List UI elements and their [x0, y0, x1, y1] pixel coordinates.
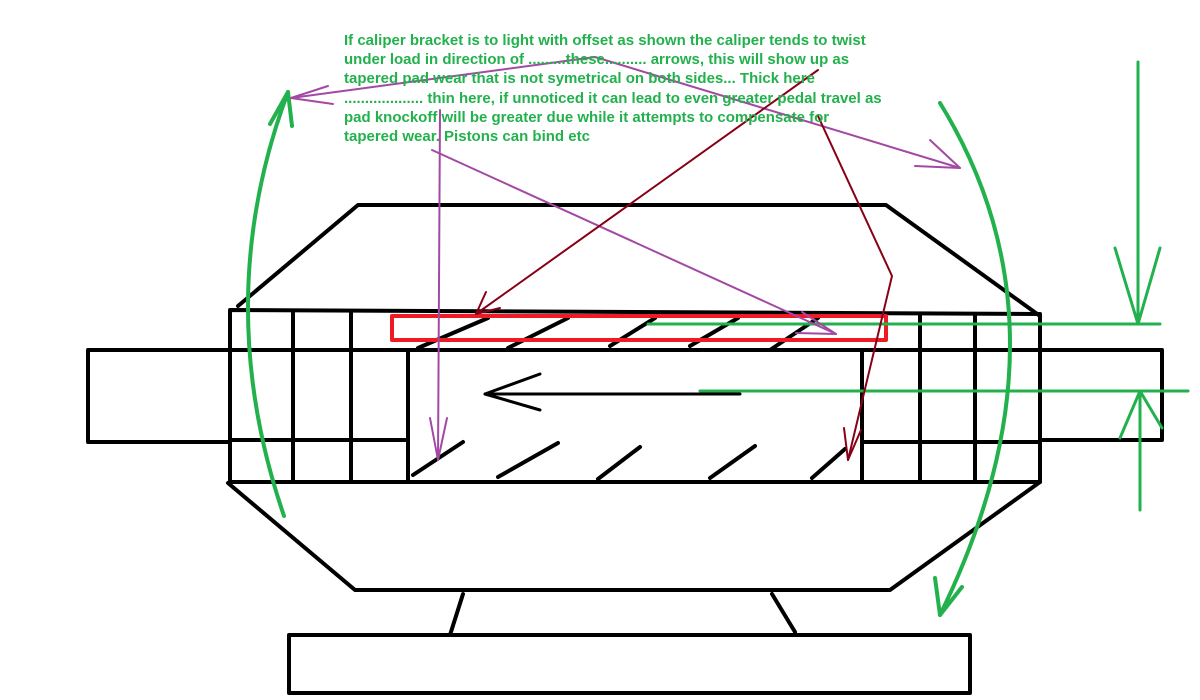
caliper-body: [228, 308, 1042, 484]
twist-arrow-left: [246, 90, 290, 518]
caliper-outline: [86, 203, 1164, 695]
maroon-pointer-lower: [817, 115, 893, 461]
annotation-line: under load in direction of .........thes…: [344, 51, 850, 69]
pointer-to-left-arrow: [290, 56, 596, 99]
direction-arrow: [483, 372, 542, 412]
maroon-pointers: [475, 69, 893, 461]
maroon-pointer-lower-head: [843, 427, 862, 461]
dimension-arrowhead-lower: [1118, 389, 1164, 440]
right-shaft: [1038, 348, 1164, 442]
pad-highlight-box: [390, 314, 888, 342]
twist-arrow-left-head: [268, 90, 294, 128]
mount-base: [287, 633, 972, 695]
caliper-bottom-housing: [226, 480, 1042, 592]
pointer-thin-here: [437, 109, 441, 461]
maroon-pointer-upper-head: [475, 291, 501, 315]
annotation-line: pad knockoff will be greater due while i…: [344, 108, 830, 126]
annotation-line: ................... thin here, if unnoti…: [344, 89, 882, 107]
dimension-arrowhead-upper: [1113, 246, 1162, 326]
pointer-thick-here-head: [795, 311, 837, 335]
pointer-to-right-arrow-head: [914, 139, 961, 169]
annotation-line: If caliper bracket is to light with offs…: [344, 32, 866, 49]
purple-pointers: [290, 56, 961, 461]
mount-leg-right: [770, 592, 797, 634]
annotation-text: If caliper bracket is to light with offs…: [344, 31, 944, 146]
maroon-pointer-upper: [475, 69, 819, 315]
left-shaft: [86, 348, 232, 444]
annotation-line: tapered pad wear that is not symetrical …: [344, 70, 815, 88]
green-markings: [246, 60, 1190, 617]
annotation-line: tapered wear. Pistons can bind etc: [344, 128, 590, 146]
pointer-thick-here: [431, 149, 837, 335]
lower-pad-hatching: [411, 440, 847, 481]
caliper-top-housing: [236, 203, 1042, 318]
rotor-slot: [406, 348, 864, 484]
twist-arrow-right-head: [933, 576, 964, 617]
pointer-to-right-arrow: [594, 56, 961, 169]
pointer-to-left-arrow-head: [290, 85, 334, 105]
twist-arrow-right: [938, 101, 1012, 617]
pointer-thin-here-head: [429, 417, 448, 461]
mount-leg-left: [448, 592, 465, 637]
